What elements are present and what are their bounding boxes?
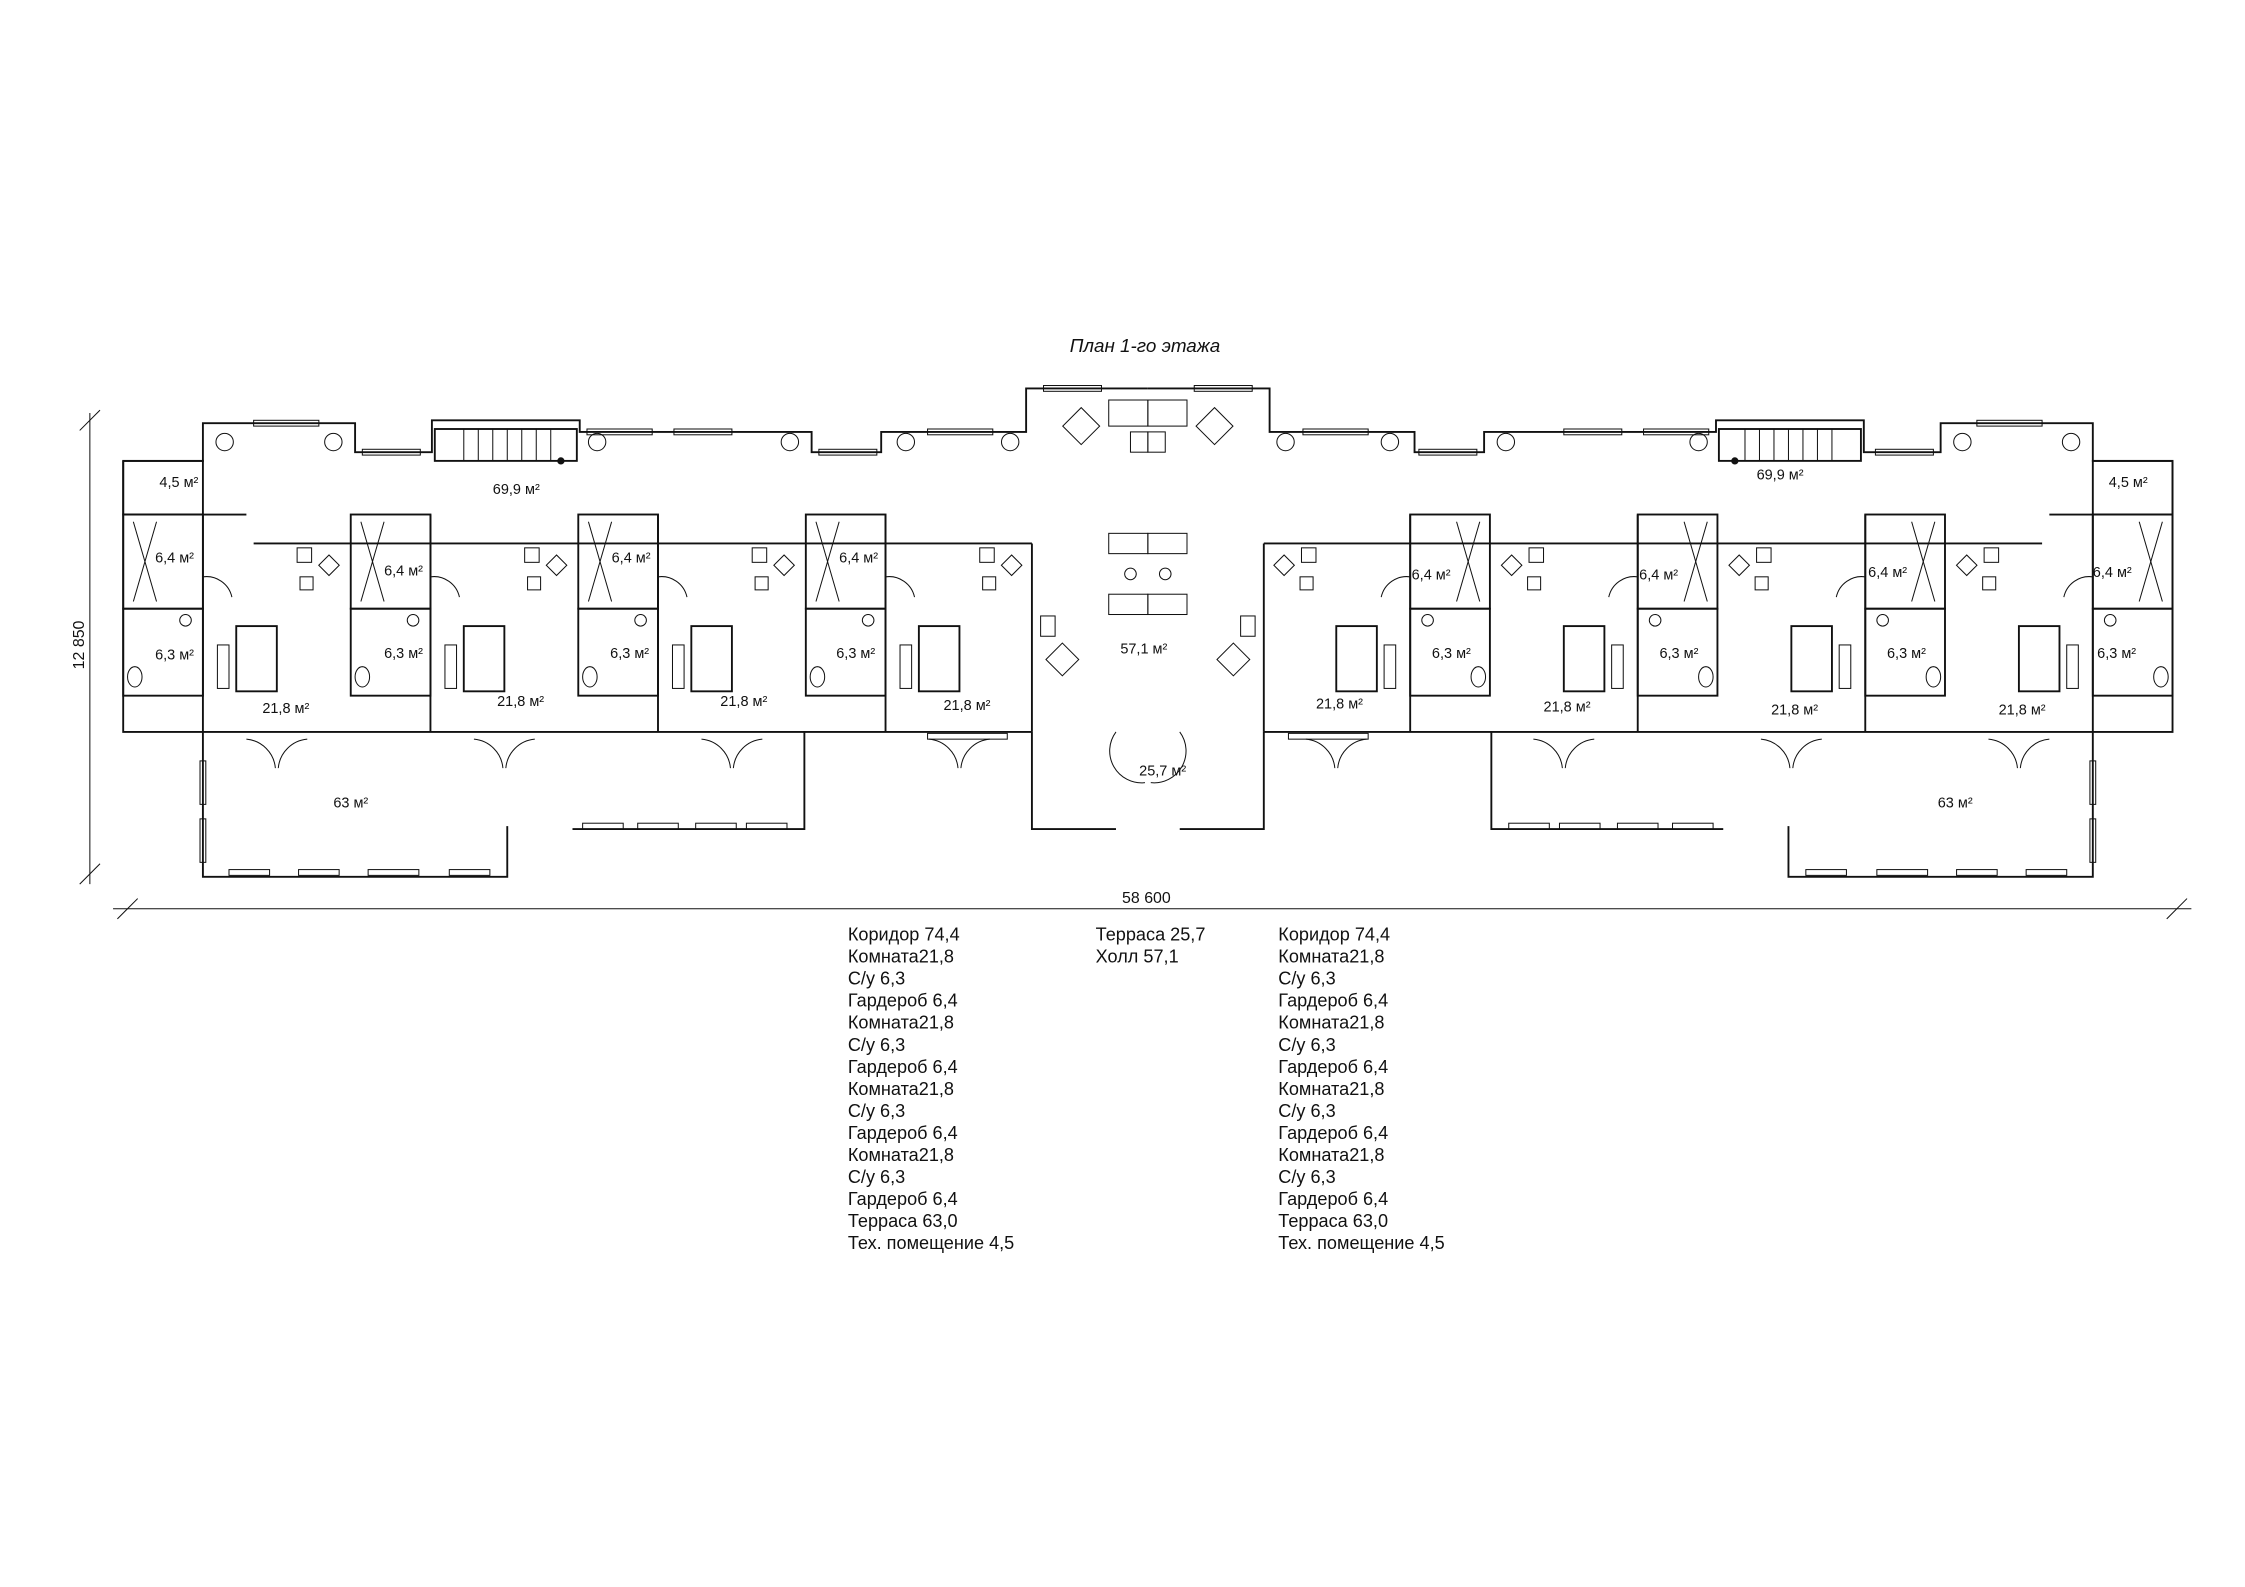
legend-item-right: Тех. помещение 4,5 [1278, 1233, 1444, 1253]
width-dimension-label: 58 600 [1122, 890, 1171, 907]
legend-item-left: Гардероб 6,4 [848, 991, 958, 1011]
width-dimension: 58 600 [113, 890, 2192, 920]
room-label-wardrobe: 6,4 м² [155, 550, 194, 566]
legend-item-right: С/у 6,3 [1278, 1167, 1335, 1187]
left-wing [123, 386, 1148, 877]
legend-item-left: Комната21,8 [848, 1145, 954, 1165]
legend-item-left: С/у 6,3 [848, 1035, 905, 1055]
room-label-bath: 6,3 м² [1432, 646, 1471, 662]
room-label-terrace: 63 м² [333, 795, 368, 811]
legend-item-left: Гардероб 6,4 [848, 1123, 958, 1143]
room-label-wardrobe: 6,4 м² [612, 550, 651, 566]
legend-item-right: Терраса 63,0 [1278, 1211, 1388, 1231]
legend-item-left: С/у 6,3 [848, 969, 905, 989]
room-label-bath: 6,3 м² [1887, 646, 1926, 662]
room-label-wardrobe: 6,4 м² [1639, 568, 1678, 584]
room-label-room: 21,8 м² [1544, 700, 1591, 716]
legend-item-left: Комната21,8 [848, 947, 954, 967]
room-label-bath: 6,3 м² [1659, 646, 1698, 662]
room-label-room: 21,8 м² [1771, 703, 1818, 719]
legend-item-left: С/у 6,3 [848, 1101, 905, 1121]
room-label-tech: 4,5 м² [2109, 475, 2148, 491]
plan-title: План 1-го этажа [1070, 335, 1220, 356]
room-label-room: 21,8 м² [1999, 703, 2046, 719]
room-label-room: 21,8 м² [944, 698, 991, 714]
legend-item-left: Гардероб 6,4 [848, 1057, 958, 1077]
room-label-wardrobe: 6,4 м² [1868, 565, 1907, 581]
legend-item-left: Комната21,8 [848, 1079, 954, 1099]
room-label-bath: 6,3 м² [155, 647, 194, 663]
room-label-room: 21,8 м² [497, 694, 544, 710]
room-label-room: 21,8 м² [720, 694, 767, 710]
legend-item-right: Комната21,8 [1278, 947, 1384, 967]
height-dimension: 12 850 [71, 409, 101, 885]
legend-item-right: Коридор 74,4 [1278, 925, 1390, 945]
room-label-bath: 6,3 м² [836, 646, 875, 662]
legend-item-left: Терраса 63,0 [848, 1211, 958, 1231]
legend-item-left: Комната21,8 [848, 1013, 954, 1033]
room-label-wardrobe: 6,4 м² [839, 550, 878, 566]
room-label-tech: 4,5 м² [159, 475, 198, 491]
legend-item-center: Холл 57,1 [1096, 947, 1179, 967]
room-label-corridor: 69,9 м² [1757, 468, 1804, 484]
legend-item-left: Тех. помещение 4,5 [848, 1233, 1014, 1253]
legend-item-right: Комната21,8 [1278, 1145, 1384, 1165]
legend-item-right: С/у 6,3 [1278, 969, 1335, 989]
legend-item-right: С/у 6,3 [1278, 1035, 1335, 1055]
legend-item-left: Гардероб 6,4 [848, 1189, 958, 1209]
room-label-room: 21,8 м² [1316, 697, 1363, 713]
room-label-bath: 6,3 м² [384, 646, 423, 662]
room-label-hall: 57,1 м² [1120, 642, 1167, 658]
room-label-bath: 6,3 м² [610, 646, 649, 662]
legend-item-right: Гардероб 6,4 [1278, 991, 1388, 1011]
legend-item-right: Гардероб 6,4 [1278, 1123, 1388, 1143]
legend-item-right: Гардероб 6,4 [1278, 1189, 1388, 1209]
room-label-terrace: 25,7 м² [1139, 763, 1186, 779]
legend-item-right: С/у 6,3 [1278, 1101, 1335, 1121]
room-label-wardrobe: 6,4 м² [2093, 565, 2132, 581]
room-label-bath: 6,3 м² [2097, 646, 2136, 662]
room-label-wardrobe: 6,4 м² [384, 563, 423, 579]
right-wing [1148, 386, 2173, 877]
height-dimension-label: 12 850 [71, 620, 88, 669]
room-label-room: 21,8 м² [262, 701, 309, 717]
room-label-terrace: 63 м² [1938, 795, 1973, 811]
room-labels: 4,5 м² 69,9 м² 69,9 м² 4,5 м² 57,1 м² 25… [155, 468, 2148, 812]
room-label-wardrobe: 6,4 м² [1412, 568, 1451, 584]
legend-item-left: Коридор 74,4 [848, 925, 960, 945]
legend-item-center: Терраса 25,7 [1096, 925, 1206, 945]
room-label-corridor: 69,9 м² [493, 482, 540, 498]
legend-item-right: Гардероб 6,4 [1278, 1057, 1388, 1077]
legend-item-right: Комната21,8 [1278, 1079, 1384, 1099]
legend-item-left: С/у 6,3 [848, 1167, 905, 1187]
legend-item-right: Комната21,8 [1278, 1013, 1384, 1033]
